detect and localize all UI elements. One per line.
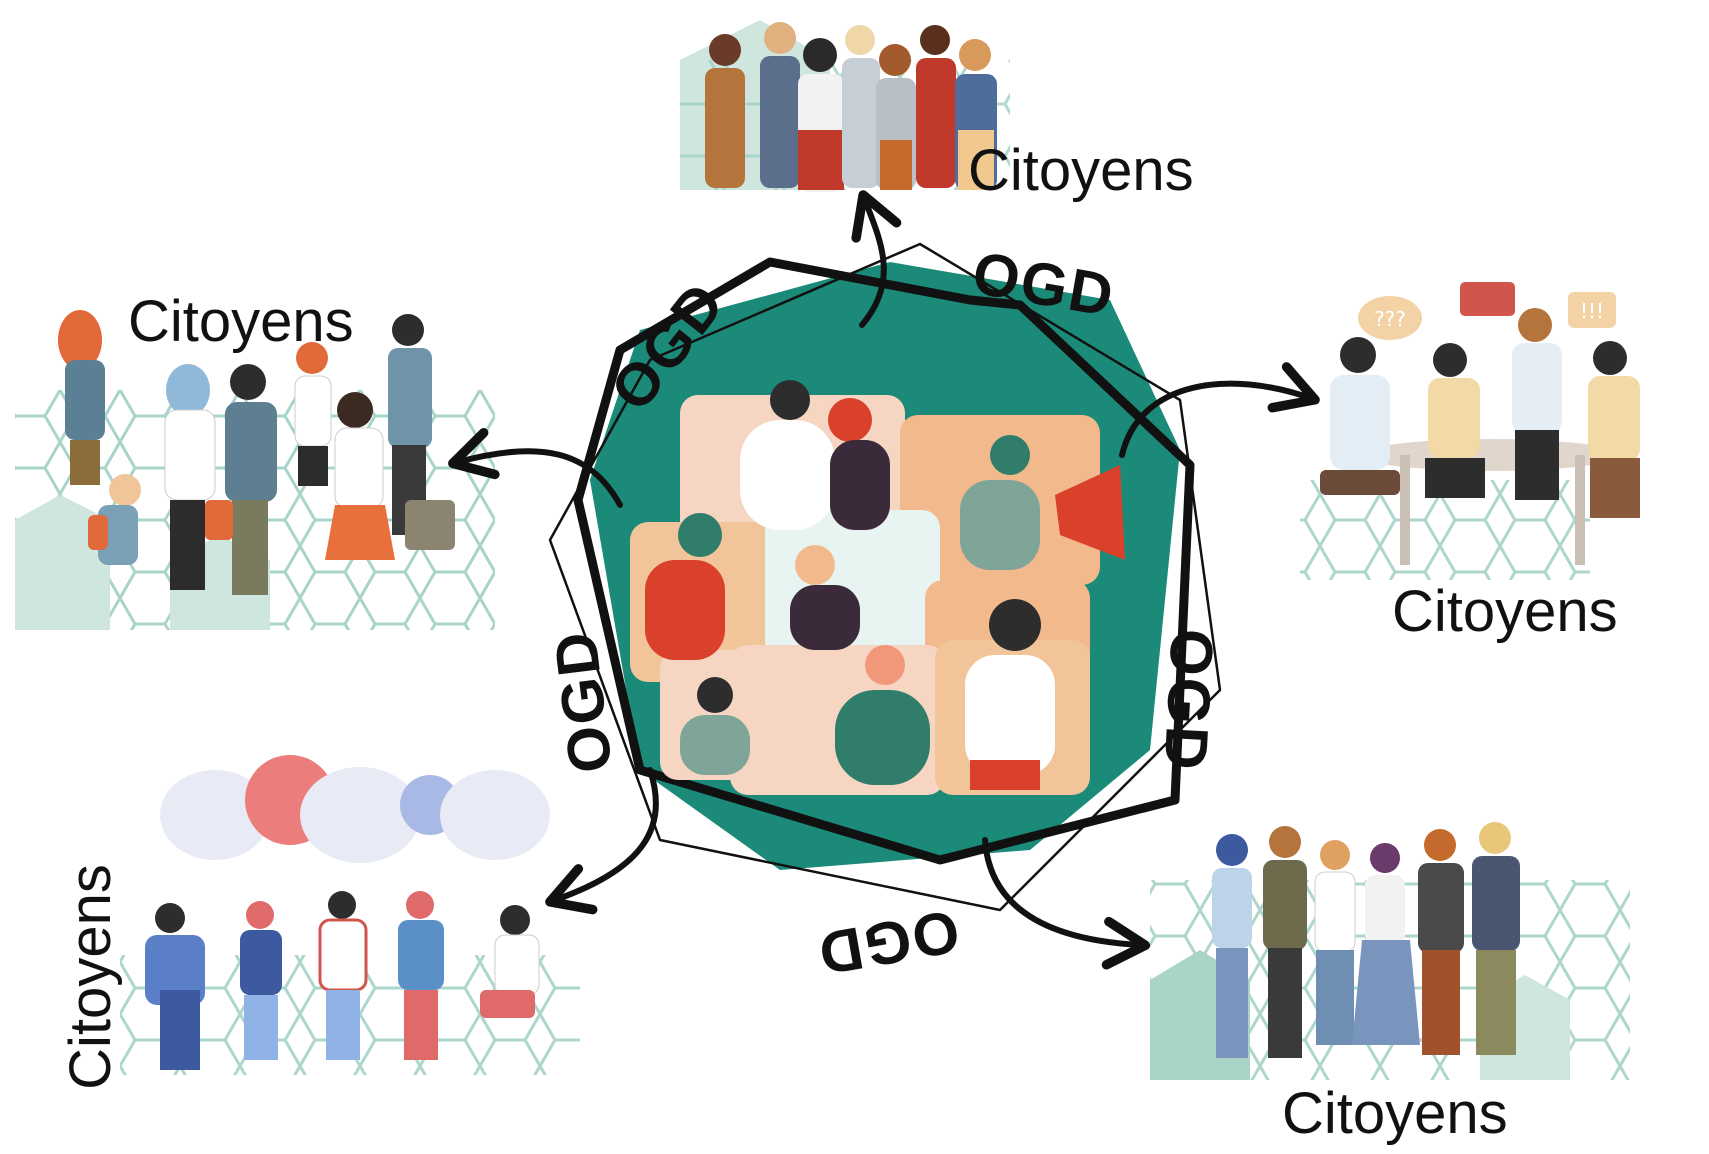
left-citizens-illustration <box>15 310 495 630</box>
citizens-label-bottom-right: Citoyens <box>1282 1081 1508 1146</box>
hub-outline-thin <box>548 242 1222 912</box>
person-figure <box>145 891 540 1070</box>
arrow-to-right <box>1119 362 1320 458</box>
arrow-to-top <box>851 190 902 328</box>
arrow-to-bottom-left <box>545 767 659 915</box>
arrow-to-left <box>448 428 623 508</box>
person-figure <box>1320 308 1640 518</box>
person-figure <box>58 310 455 595</box>
citizens-label-right: Citoyens <box>1392 579 1618 644</box>
svg-text:!!!: !!! <box>1580 299 1604 323</box>
hub-outline-thick <box>573 257 1195 865</box>
arrow-to-bottom-right <box>982 837 1151 970</box>
bottom-right-citizens-illustration <box>1150 822 1630 1080</box>
citizens-label-top: Citoyens <box>968 138 1194 203</box>
connector-arrows <box>448 190 1320 970</box>
citizens-label-left: Citoyens <box>128 289 354 354</box>
right-citizens-illustration: ??? !!! <box>1300 282 1640 580</box>
video-call-panels <box>630 380 1125 795</box>
citizens-label-bottom-left: Citoyens <box>57 864 123 1090</box>
person-figure <box>1212 822 1520 1058</box>
ogd-label-bottom: OGD <box>812 897 964 988</box>
ogd-label-right: OGD <box>1152 627 1226 773</box>
speech-bubbles: ??? !!! <box>1358 282 1616 340</box>
top-citizens-illustration <box>680 20 1010 192</box>
ogd-hub: OGD OGD OGD OGD OGD <box>541 239 1226 988</box>
svg-text:???: ??? <box>1374 307 1406 331</box>
bottom-left-citizens-illustration <box>120 755 580 1075</box>
speech-bubbles <box>160 755 550 863</box>
person-figure <box>705 22 997 192</box>
